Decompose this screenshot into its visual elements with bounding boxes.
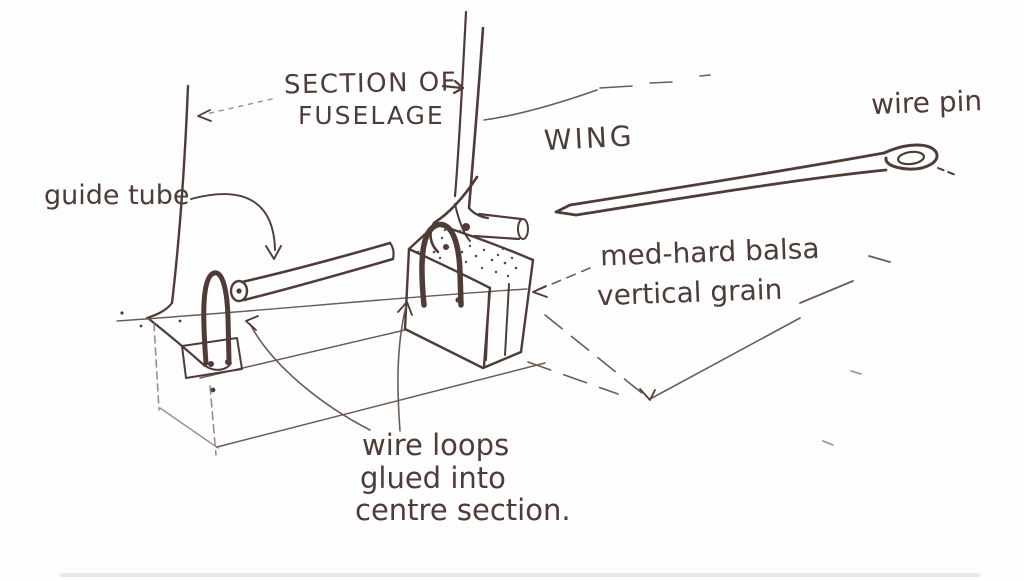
label-guide-tube: guide tube xyxy=(44,180,190,211)
left-loop-base-plate xyxy=(181,337,243,379)
ink-blob xyxy=(225,359,231,365)
label-section-of: SECTION OF xyxy=(284,67,458,100)
fuselage-right-flare-left xyxy=(429,175,479,254)
fuselage-front-edge-right xyxy=(209,385,217,456)
ink-blob xyxy=(208,361,214,367)
tube-exit-bottom xyxy=(472,234,521,241)
stray-ticks xyxy=(822,370,862,446)
left-loop-base-curve xyxy=(203,362,232,371)
fuselage-right-edge-a xyxy=(453,10,468,198)
rail-bottom-edge xyxy=(216,362,546,448)
block-wire-loop xyxy=(419,221,464,308)
fuselage-front-edge-left xyxy=(153,323,160,411)
leader-arrows xyxy=(190,74,891,446)
label-wire-loops-line3: centre section. xyxy=(355,493,571,527)
label-fuselage: FUSELAGE xyxy=(298,101,445,130)
guide-tube-arrowhead xyxy=(265,245,282,260)
ink-blob xyxy=(462,223,470,231)
label-wire-loops-line2: glued into xyxy=(360,461,506,495)
label-balsa-line1: med-hard balsa xyxy=(600,232,820,273)
balsa-stray-dashes xyxy=(527,361,619,395)
fuselage-left-flare xyxy=(145,301,174,320)
tube-exit-endcap xyxy=(517,218,529,240)
wire-loops-arrowhead-b xyxy=(397,301,413,316)
wire-pin-loop-outer xyxy=(882,143,939,171)
guide-tube-bore xyxy=(236,288,242,294)
guide-tube-top xyxy=(240,241,392,284)
balsa-leader-left xyxy=(539,267,591,290)
fuselage-right-flare-right xyxy=(467,206,490,220)
wire-pin-loop-tail xyxy=(937,167,959,177)
section-arrowhead-left xyxy=(197,109,212,122)
tube-exit-top xyxy=(477,212,523,221)
label-wire-pin: wire pin xyxy=(871,84,983,121)
foot-shade xyxy=(454,203,471,242)
section-arrow-right xyxy=(441,79,465,95)
wire-pin-bottom-edge xyxy=(574,168,888,217)
section-leader-left xyxy=(205,98,273,115)
balsa-leader-v-left xyxy=(544,314,649,399)
label-wing: WING xyxy=(543,119,635,157)
rail-leading-edge xyxy=(116,288,528,322)
label-balsa-line2: vertical grain xyxy=(596,273,782,312)
guide-tube-drawing xyxy=(229,241,395,303)
label-wire-loops-line1: wire loops xyxy=(362,428,509,462)
balsa-arrowhead-left xyxy=(532,285,548,298)
guide-tube-endcap xyxy=(229,279,249,303)
balsa-arrowhead-vertex xyxy=(639,388,656,401)
block-front-left-edge xyxy=(403,247,411,331)
fuselage-left-edge xyxy=(170,84,190,305)
guide-tube-bottom xyxy=(242,257,395,302)
ink-speck xyxy=(210,387,216,393)
wire-pin-drawing xyxy=(554,143,959,217)
wire-pin-loop-inner xyxy=(896,150,926,166)
ink-speck xyxy=(178,319,182,323)
ink-blob xyxy=(455,297,461,303)
wire-loops-leader-a xyxy=(249,323,371,431)
balsa-dash-right xyxy=(868,255,891,263)
block-right-bottom-edge xyxy=(481,350,523,370)
wing-leader-solid xyxy=(483,89,598,121)
wire-loops-arrowhead-a xyxy=(245,315,259,331)
guide-tube-far-end xyxy=(388,241,395,261)
grain-slash xyxy=(799,280,854,304)
ink-blob xyxy=(443,244,449,250)
fuselage-section-drawing xyxy=(120,10,529,456)
wire-loops-leader-b xyxy=(397,305,407,432)
left-wire-loop xyxy=(201,270,232,366)
wire-pin-top-edge xyxy=(568,151,886,207)
left-wire-loop-drawing xyxy=(181,270,243,393)
ink-speck xyxy=(139,324,143,328)
wing-leader-dashes xyxy=(599,74,711,89)
guide-tube-leader xyxy=(190,193,276,251)
block-right-back-edge xyxy=(519,258,535,354)
fuselage-front-bottom xyxy=(159,407,219,449)
scan-fold-line xyxy=(60,573,980,577)
ink-speck xyxy=(120,311,124,315)
balsa-leader-v-right xyxy=(651,317,801,399)
wire-pin-tip xyxy=(554,203,578,217)
block-wire-loop-drawing xyxy=(419,221,464,308)
vertical-grain-lines xyxy=(485,283,510,361)
fuselage-left-slope xyxy=(147,317,207,368)
block-front-bottom-edge xyxy=(403,327,485,370)
fuselage-right-edge-b xyxy=(467,26,485,210)
